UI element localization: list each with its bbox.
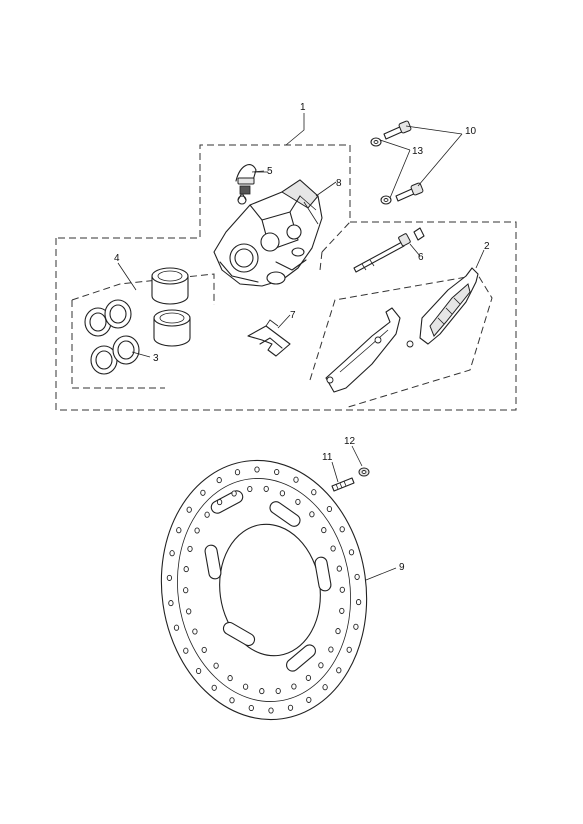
disc-hole <box>192 628 198 635</box>
disc-hole <box>168 600 174 607</box>
disc-hole <box>326 505 333 513</box>
disc-hole <box>336 565 342 572</box>
disc-hole <box>295 498 301 505</box>
disc-hole <box>321 527 327 534</box>
disc-hole <box>229 697 235 704</box>
disc-hole <box>248 704 254 712</box>
disc-hole <box>339 607 345 614</box>
disc-hole <box>306 696 312 703</box>
disc-hole <box>275 687 281 695</box>
callout-5: 5 <box>267 166 273 177</box>
disc-hole <box>195 667 202 675</box>
callout-labels: 1 10 13 5 8 6 2 4 3 7 9 11 12 <box>114 102 490 573</box>
disc-hole <box>279 490 286 497</box>
disc-hole <box>355 599 362 606</box>
disc-hole <box>183 566 189 573</box>
disc-hole <box>183 647 189 654</box>
disc-hole <box>227 675 233 682</box>
disc-hole <box>216 499 223 506</box>
callout-4: 4 <box>114 253 120 264</box>
disc-hole <box>204 511 210 518</box>
disc-hole <box>200 489 206 496</box>
disc-hole <box>309 511 315 518</box>
disc-hole <box>187 545 193 552</box>
disc-hole <box>211 684 217 691</box>
caliper-body <box>213 179 323 287</box>
disc-bolt <box>331 467 370 492</box>
disc-hole <box>339 526 345 533</box>
disc-hole <box>166 574 173 581</box>
callout-10: 10 <box>465 126 477 137</box>
mounting-bolts <box>370 120 424 205</box>
disc-hole <box>263 485 269 492</box>
disc-hole <box>201 646 207 653</box>
pad-spring <box>247 319 291 357</box>
disc-hole <box>169 550 175 557</box>
disc-hole <box>213 662 219 669</box>
disc-hole <box>348 549 355 556</box>
callout-2: 2 <box>484 241 490 252</box>
callout-6: 6 <box>418 252 424 263</box>
disc-hole <box>293 476 299 483</box>
brake-pads <box>325 267 479 393</box>
disc-hole <box>242 683 249 690</box>
disc-hole <box>346 646 352 653</box>
callout-13: 13 <box>412 146 424 157</box>
disc-hole <box>268 707 274 714</box>
callout-9: 9 <box>399 562 405 573</box>
disc-hole <box>339 586 345 593</box>
disc-hole <box>186 608 192 615</box>
callout-1: 1 <box>300 102 306 113</box>
disc-hole <box>336 667 342 674</box>
disc-hole <box>259 688 265 695</box>
bleed-nipple <box>235 164 268 195</box>
caliper-pistons <box>151 267 191 347</box>
disc-hole <box>353 623 359 630</box>
callout-3: 3 <box>153 353 159 364</box>
disc-hole <box>254 466 260 473</box>
pad-pin <box>353 227 425 273</box>
caliper-assembly-outline <box>55 144 517 411</box>
callout-12: 12 <box>344 436 356 447</box>
disc-hole <box>194 527 200 534</box>
disc-hole <box>216 477 222 484</box>
disc-hole <box>287 704 294 711</box>
disc-hole <box>305 674 312 681</box>
disc-hole <box>234 469 241 476</box>
disc-hole <box>318 662 324 669</box>
disc-hole <box>183 587 189 594</box>
disc-hole <box>335 628 341 635</box>
piston-seals <box>84 299 140 375</box>
disc-hole <box>186 506 192 513</box>
leader-lines <box>117 113 485 581</box>
disc-hole <box>176 527 182 534</box>
callout-7: 7 <box>290 310 296 321</box>
disc-hole <box>291 683 297 690</box>
callout-11: 11 <box>322 452 333 463</box>
disc-hole <box>231 490 237 497</box>
disc-hole <box>247 485 253 493</box>
disc-hole <box>354 573 360 580</box>
callout-8: 8 <box>336 178 342 189</box>
brake-disc <box>160 459 368 721</box>
disc-hole <box>311 489 317 496</box>
disc-hole <box>322 684 328 691</box>
disc-hole <box>274 468 280 476</box>
disc-hole <box>330 545 336 552</box>
disc-holes <box>166 466 362 714</box>
disc-hole <box>328 646 334 653</box>
disc-hole <box>173 624 180 631</box>
